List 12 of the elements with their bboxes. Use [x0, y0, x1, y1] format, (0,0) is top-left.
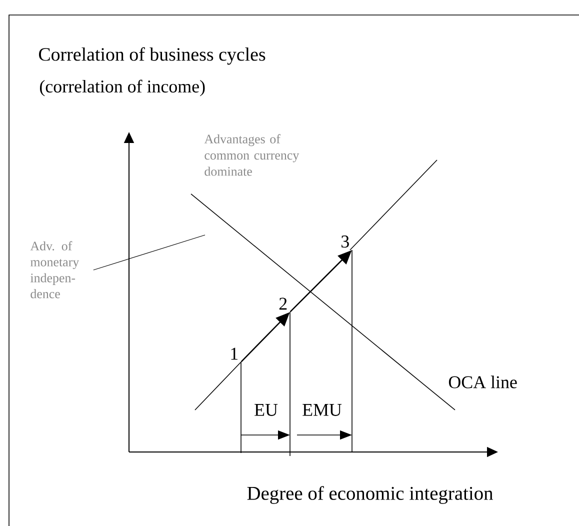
- axis-label: OCA line: [448, 376, 517, 388]
- leader-line: [93, 234, 206, 270]
- point-label: 3: [342, 236, 349, 248]
- point-label: 2: [279, 298, 287, 310]
- axis-label: (correlation of income): [40, 80, 205, 96]
- axis-label: Degree of economic integration: [247, 486, 493, 504]
- point-label: 1: [231, 348, 238, 360]
- region-note: Adv. of monetary indepen-dence: [30, 241, 80, 298]
- axis-label: Advantages of common currency dominate: [204, 134, 300, 176]
- axis-label: EMU: [302, 404, 342, 416]
- axis-label: Correlation of business cycles: [39, 47, 266, 65]
- axis-label: EU: [254, 404, 278, 416]
